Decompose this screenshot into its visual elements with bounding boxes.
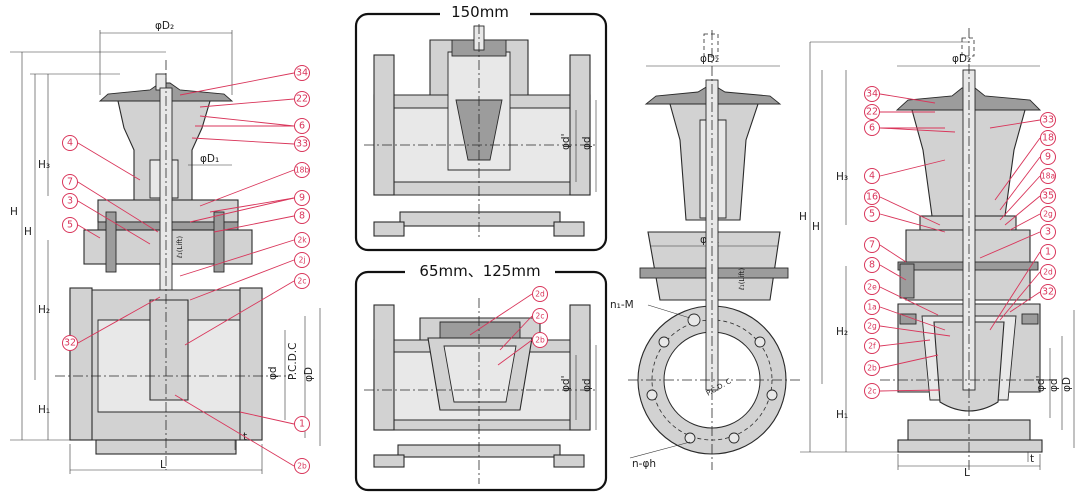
dim-H-right-inner: H: [812, 221, 820, 233]
callout-18b: 18b: [295, 166, 310, 175]
front-view: φD₂ φD₁ P.C.D. C ℓ₁(Lift) n₁-M n-φh: [610, 30, 800, 470]
rcallout-8: 8: [869, 260, 875, 271]
panel-callout-2c: 2c: [536, 312, 545, 321]
panel-150mm-title: 150mm: [451, 3, 509, 21]
dim-H-right: H: [799, 211, 807, 223]
callout-2k: 2k: [297, 236, 307, 245]
rcallout-16: 16: [866, 192, 878, 203]
rcallout-33: 33: [1042, 115, 1054, 126]
callout-4: 4: [67, 138, 73, 149]
rcallout-2c: 2c: [868, 387, 877, 396]
dim-H1-right: H₁: [836, 409, 848, 421]
panel-65-125mm: 65mm、125mm φd' φd 2d 2c 2b: [354, 260, 608, 492]
label-n-phi-h: n-φh: [632, 458, 656, 470]
panel-callout-2b: 2b: [535, 336, 545, 345]
rcallout-2g-left: 2g: [867, 322, 877, 331]
dim-H2: H₂: [38, 304, 50, 316]
rcallout-1: 1: [1045, 247, 1051, 258]
rcallout-34: 34: [866, 89, 878, 100]
right-sectional-view: φD₂ H H H₃ H₂ H₁ φd' φd φD: [799, 28, 1075, 479]
dim-phi-D-right: φD: [1061, 377, 1073, 392]
panel-150-phi-d-prime: φd': [560, 134, 572, 150]
callout-5: 5: [67, 220, 73, 231]
dim-t-right: t: [1030, 453, 1034, 465]
rcallout-9: 9: [1045, 152, 1051, 163]
callout-2j: 2j: [299, 256, 306, 265]
panel-callout-2d: 2d: [535, 290, 545, 299]
rcallout-5: 5: [869, 209, 875, 220]
rcallout-32: 32: [1042, 287, 1054, 298]
dim-phi-d-prime-right: φd': [1035, 376, 1047, 392]
dim-phi-d2-right: φD₂: [952, 53, 971, 65]
dim-H3-right: H₃: [836, 171, 848, 183]
label-n1-M: n₁-M: [610, 299, 634, 311]
rcallout-4: 4: [869, 171, 875, 182]
dim-phi-d: φd: [267, 366, 279, 380]
rcallout-1a: 1a: [867, 303, 876, 312]
callout-2b: 2b: [297, 462, 307, 471]
callout-9: 9: [299, 193, 305, 204]
dim-lift-front: ℓ₁(Lift): [738, 268, 746, 291]
dim-phi-d1: φD₁: [200, 153, 219, 165]
rcallout-22: 22: [866, 107, 878, 118]
rcallout-3: 3: [1045, 227, 1051, 238]
dim-H2-right: H₂: [836, 326, 848, 338]
dim-pcd-c: P.C.D.C: [287, 343, 299, 380]
dim-L-right: L: [964, 467, 970, 479]
rcallout-18a: 18a: [1041, 172, 1055, 181]
right-callouts: 34 22 6 4 16 5 7 8 2e 1a 2g 2f 2b 2c 33 …: [864, 86, 1056, 399]
dim-lift: ℓ₁(Lift): [176, 236, 184, 259]
rcallout-7: 7: [869, 240, 875, 251]
callout-3: 3: [67, 196, 73, 207]
panel-150mm: 150mm φd' φd: [354, 2, 608, 252]
rcallout-18: 18: [1042, 133, 1054, 144]
panel-65-phi-d: φd: [581, 378, 593, 392]
rcallout-2f: 2f: [868, 342, 876, 351]
dim-phi-d2-front: φD₂: [700, 53, 719, 65]
dim-H3: H₃: [38, 159, 50, 171]
callout-34: 34: [296, 68, 308, 79]
rcallout-35: 35: [1042, 191, 1054, 202]
rcallout-6: 6: [869, 123, 875, 134]
rcallout-2d: 2d: [1043, 268, 1053, 277]
panel-65-125mm-title: 65mm、125mm: [419, 262, 540, 280]
dim-H1: H₁: [38, 404, 50, 416]
panel-65-phi-d-prime: φd': [560, 376, 572, 392]
rcallout-2e: 2e: [867, 283, 877, 292]
rcallout-2g: 2g: [1043, 210, 1053, 219]
callout-22: 22: [296, 94, 308, 105]
dim-L: L: [160, 459, 166, 471]
dim-phi-d-right: φd: [1048, 378, 1060, 392]
dim-phi-d2: φD₂: [155, 20, 174, 32]
callout-7: 7: [67, 177, 73, 188]
left-callouts: 34 22 6 33 18b 9 8 2k 2j 2c 1 2b 4 7 3 5…: [62, 65, 310, 474]
callout-32: 32: [64, 338, 76, 349]
dim-H-inner: H: [24, 226, 32, 238]
callout-33: 33: [296, 139, 308, 150]
dim-H-outer: H: [10, 206, 18, 218]
callout-6: 6: [299, 121, 305, 132]
callout-1: 1: [299, 419, 305, 430]
panel-150-phi-d: φd: [581, 136, 593, 150]
callout-2c: 2c: [298, 277, 307, 286]
dim-phi-D: φD: [303, 367, 315, 382]
rcallout-2b: 2b: [867, 364, 877, 373]
callout-8: 8: [299, 211, 305, 222]
left-sectional-view: φD₂ H H H₃ H₂ H₁: [10, 20, 321, 474]
